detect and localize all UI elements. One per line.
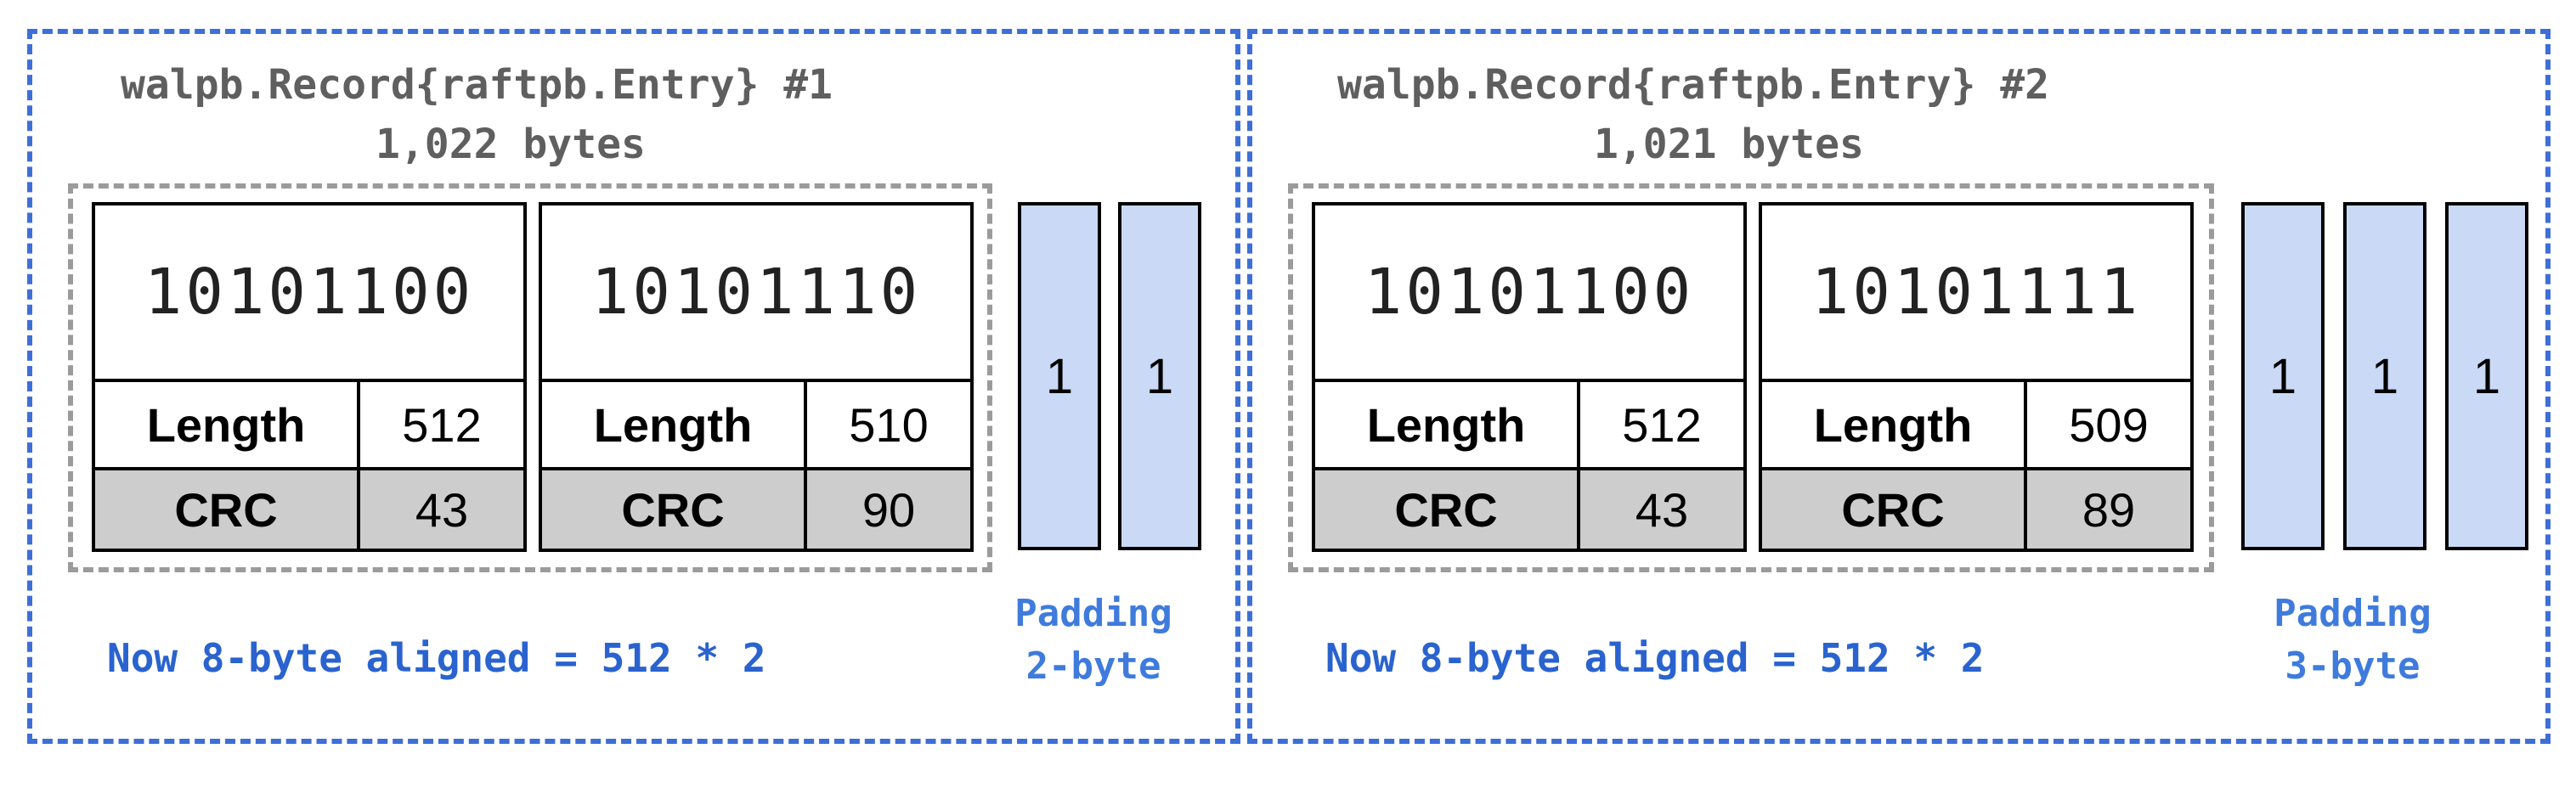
crc-value: 43 [1635,482,1689,537]
padding-byte: 1 [2343,202,2426,550]
length-row: Length 510 [542,382,970,470]
aligned-note: Now 8-byte aligned = 512 * 2 [107,635,766,681]
crc-value: 90 [861,482,916,537]
crc-row: CRC 43 [1315,470,1743,549]
record-title: walpb.Record{raftpb.Entry} #1 [121,61,833,109]
padding-byte: 1 [1118,202,1201,550]
padding-caption-line: 3-byte [2285,644,2421,688]
length-row: Length 512 [1315,382,1743,470]
entry-block: 10101100 Length 512 CRC 43 [1312,202,1747,552]
entries-group: 10101100 Length 512 CRC 43 10101110 Leng… [68,183,992,572]
crc-label: CRC [95,470,360,549]
crc-label: CRC [1315,470,1580,549]
aligned-note: Now 8-byte aligned = 512 * 2 [1325,635,1985,681]
record-1-frame: walpb.Record{raftpb.Entry} #1 1,022 byte… [27,29,1240,744]
length-label: Length [1762,382,2027,467]
crc-row: CRC 43 [95,470,523,549]
entry-bits: 10101100 [95,205,523,382]
padding-caption-line: Padding [1014,592,1172,635]
crc-value: 43 [415,482,469,537]
entry-block: 10101100 Length 512 CRC 43 [92,202,527,552]
entry-bits: 10101100 [1315,205,1743,382]
length-label: Length [95,382,360,467]
length-label: Length [542,382,807,467]
entry-bits: 10101110 [542,205,970,382]
record-2-frame: walpb.Record{raftpb.Entry} #2 1,021 byte… [1247,29,2551,744]
crc-row: CRC 90 [542,470,970,549]
crc-row: CRC 89 [1762,470,2190,549]
crc-label: CRC [1762,470,2027,549]
crc-label: CRC [542,470,807,549]
entry-block: 10101111 Length 509 CRC 89 [1759,202,2194,552]
length-value: 512 [1622,397,1702,452]
length-row: Length 512 [95,382,523,470]
padding-caption-line: Padding [2274,592,2432,635]
record-title: walpb.Record{raftpb.Entry} #2 [1337,61,2050,109]
padding-byte: 1 [2241,202,2325,550]
length-value: 512 [402,397,482,452]
entry-bits: 10101111 [1762,205,2190,382]
length-value: 510 [849,397,929,452]
length-row: Length 509 [1762,382,2190,470]
record-size: 1,021 bytes [1594,121,1864,168]
length-label: Length [1315,382,1580,467]
crc-value: 89 [2082,482,2136,537]
entries-group: 10101100 Length 512 CRC 43 10101111 Leng… [1288,183,2214,572]
padding-caption: Padding 2-byte [996,588,1191,693]
length-value: 509 [2069,397,2149,452]
padding-byte: 1 [2445,202,2528,550]
entry-block: 10101110 Length 510 CRC 90 [539,202,974,552]
padding-caption: Padding 3-byte [2255,588,2450,693]
padding-byte: 1 [1018,202,1101,550]
record-size: 1,022 bytes [376,121,646,168]
padding-caption-line: 2-byte [1025,644,1161,688]
